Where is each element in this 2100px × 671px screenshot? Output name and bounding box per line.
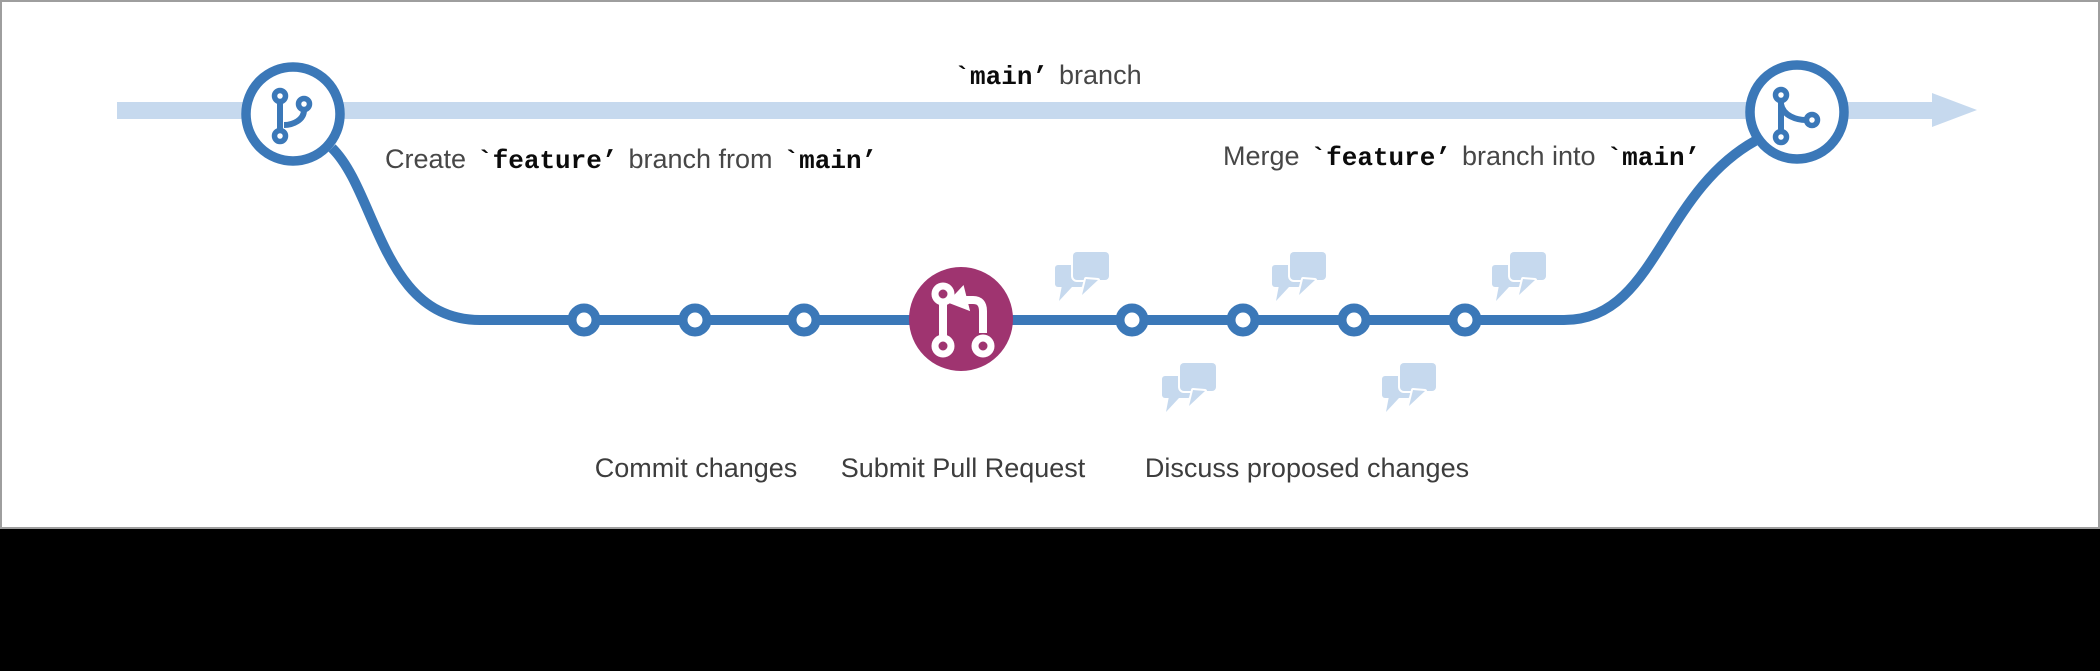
discussion-bubbles-icon [1380,361,1438,414]
create-annotation-text-2: branch from [628,144,773,174]
merge-branch-annotation: Merge `feature’ branch into `main’ [1223,141,1700,173]
diagram-canvas: `main’ branch Create `feature’ branch fr… [0,0,2100,529]
commit-dot [1115,303,1149,337]
step-label-commit-changes: Commit changes [594,453,798,483]
commit-dot [567,303,601,337]
git-branch-icon [241,62,345,166]
merge-annotation-text-1: Merge [1223,141,1300,171]
create-annotation-text-1: Create [385,144,467,174]
step-label-discuss-changes: Discuss proposed changes [1144,453,1470,483]
commit-dots-group [567,303,1482,337]
create-annotation-code-1: `feature’ [477,146,618,176]
commit-dot [1337,303,1371,337]
merge-annotation-code-2: `main’ [1606,143,1701,173]
commit-dot [787,303,821,337]
merge-annotation-text-2: branch into [1461,141,1596,171]
main-branch-code: `main’ [954,62,1049,92]
commit-dot [1226,303,1260,337]
step-label-submit-pull-request: Submit Pull Request [840,453,1086,483]
create-branch-annotation: Create `feature’ branch from `main’ [385,144,877,176]
commit-dot [1448,303,1482,337]
discussion-bubbles-icon [1160,361,1218,414]
commit-dot [678,303,712,337]
letterbox-bar [0,529,2100,671]
discussion-bubbles-icon [1270,250,1328,303]
create-annotation-code-2: `main’ [783,146,878,176]
main-branch-label: `main’ branch [848,60,1248,92]
diagram-artwork [117,60,1977,414]
feature-branch-line [328,136,1758,325]
main-branch-line [117,102,1932,119]
discussion-bubbles-icon [1490,250,1548,303]
main-branch-arrowhead-icon [1932,93,1977,127]
main-branch-text: branch [1059,60,1142,90]
git-merge-icon [1745,60,1849,164]
git-pull-request-icon [909,267,1013,371]
merge-annotation-code-1: `feature’ [1310,143,1451,173]
discussion-bubbles-icon [1053,250,1111,303]
